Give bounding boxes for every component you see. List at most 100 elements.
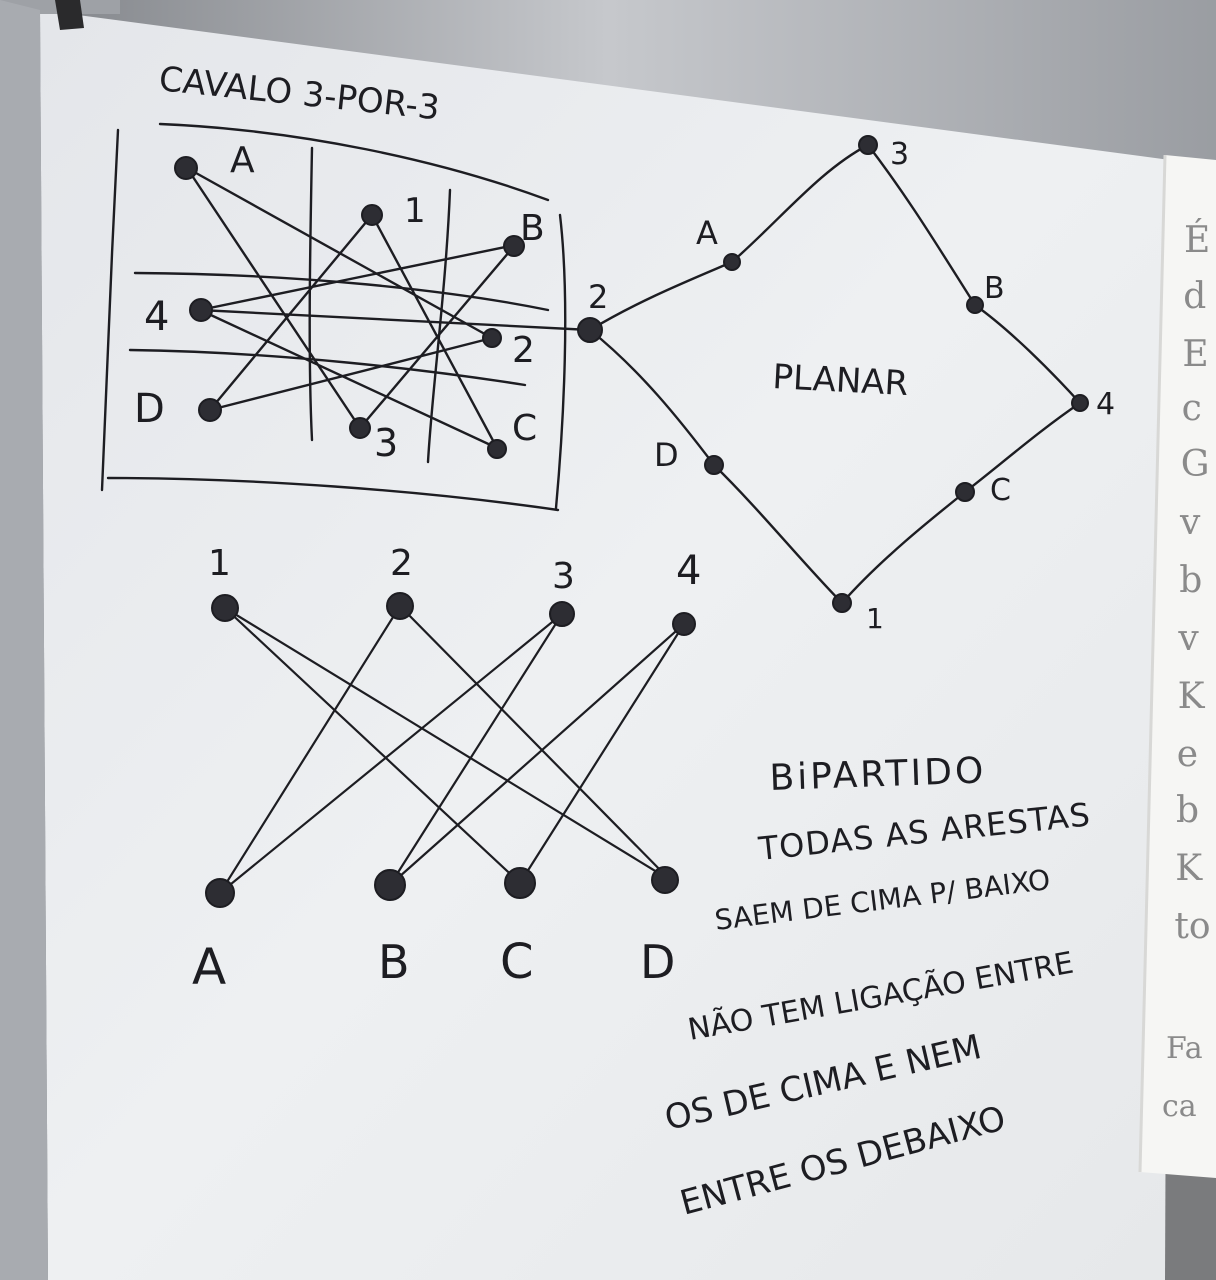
bip-top-label-4: 4 [676,548,701,594]
bip-edge-3-A [218,612,564,895]
paper-letter: K [1175,848,1203,889]
paper-letter: b [1176,790,1199,831]
edge-4-C [198,308,499,450]
paper-letter: E [1182,334,1208,375]
planar-node-3 [858,135,878,155]
bip-top-label-1: 1 [208,543,231,584]
knight-graph [100,122,592,512]
planar-label-C: C [990,473,1011,508]
bipartite-labels: 1 2 3 4 A B C D [192,543,701,996]
edge-1-4 [208,213,374,412]
grid-outer-bottom [106,476,560,512]
edge-1-C [370,213,499,450]
bip-edge-1-C [223,606,522,885]
paper-letter: G [1181,444,1210,485]
paper-letter: v [1177,618,1199,659]
knight-node-3 [349,417,371,439]
bip-edge-1-D [223,606,672,882]
planar-edge-C-1 [840,490,967,605]
paper-bottom-text: Fa [1166,1031,1203,1066]
planar-edge-A-3 [730,143,870,264]
planar-edge-3-B [866,143,977,307]
bip-node-2 [386,592,414,620]
bip-node-C [504,867,536,899]
knight-nodes [174,156,525,459]
planar-node-C [955,482,975,502]
bip-bottom-label-C: C [500,934,534,990]
planar-node-B [966,296,984,314]
grid-row-1 [133,271,550,312]
planar-label-3: 3 [890,137,909,172]
planar-label-2: 2 [588,278,608,316]
grid-col-1 [308,146,314,442]
bip-node-4 [672,612,696,636]
knight-node-B [503,235,525,257]
planar-label-4: 4 [1096,387,1115,422]
knight-label-4: 4 [144,294,169,340]
bip-bottom-label-A: A [192,938,226,996]
bip-edge-4-B [388,622,686,887]
edge-A-C [185,166,362,430]
planar-edge-D-2 [588,328,716,467]
paper-bottom-text: ca [1162,1089,1197,1124]
grid-row-2 [128,348,527,387]
planar-title: PLANAR [772,357,910,404]
planar-node-1 [832,593,852,613]
bip-node-D [651,866,679,894]
paper-letter: e [1177,734,1198,775]
knight-node-1 [361,204,383,226]
grid-outer-right [554,213,567,510]
knight-label-C: C [512,408,537,449]
paper-letter: É [1184,219,1210,261]
knight-label-A: A [230,140,255,181]
planar-label-A: A [696,214,718,252]
bip-edge-4-C [518,622,686,885]
paper-letter: v [1179,502,1201,543]
knight-node-2 [482,328,502,348]
knight-node-C [487,439,507,459]
bip-edge-3-B [388,612,564,887]
planar-graph [588,143,1082,605]
bipartite-nodes [205,592,696,908]
paper-letter: b [1179,560,1202,601]
bip-edge-2-D [398,604,672,882]
knight-label-B: B [520,208,545,249]
bip-node-B [374,869,406,901]
bip-top-label-3: 3 [552,556,575,597]
planar-labels: 3 A B 2 4 D C 1 PLANAR [588,137,1115,635]
knight-label-1: 1 [404,191,426,231]
edge-D-2 [208,336,494,412]
planar-edge-1-D [712,463,844,605]
planar-node-4 [1071,394,1089,412]
knight-label-2: 2 [512,330,535,371]
planar-edge-B-4 [973,303,1082,405]
knight-node-A [174,156,198,180]
knight-node-4 [189,298,213,322]
bip-edge-2-A [218,604,402,895]
bip-bottom-label-B: B [378,935,410,989]
bipartite-graph [218,604,686,895]
planar-nodes [577,135,1089,613]
marker-tray-clip [55,0,84,30]
planar-label-1: 1 [866,602,884,635]
planar-node-A [723,253,741,271]
planar-node-2 [577,317,603,343]
board-surface [40,10,1170,1280]
paper-edge [1138,154,1167,1173]
planar-label-B: B [984,271,1005,306]
grid-outer-top [158,122,550,202]
knight-label-3: 3 [374,421,398,465]
bip-bottom-label-D: D [640,935,675,989]
bip-top-label-2: 2 [390,543,413,584]
planar-edge-2-A [588,260,734,332]
paper-letter: to [1174,906,1210,947]
frame-left [0,0,48,1280]
planar-node-D [704,455,724,475]
bip-node-3 [549,601,575,627]
planar-edge-4-C [963,401,1082,494]
paper-letter: c [1182,388,1202,429]
knight-label-D: D [134,386,165,432]
planar-label-D: D [654,436,679,474]
